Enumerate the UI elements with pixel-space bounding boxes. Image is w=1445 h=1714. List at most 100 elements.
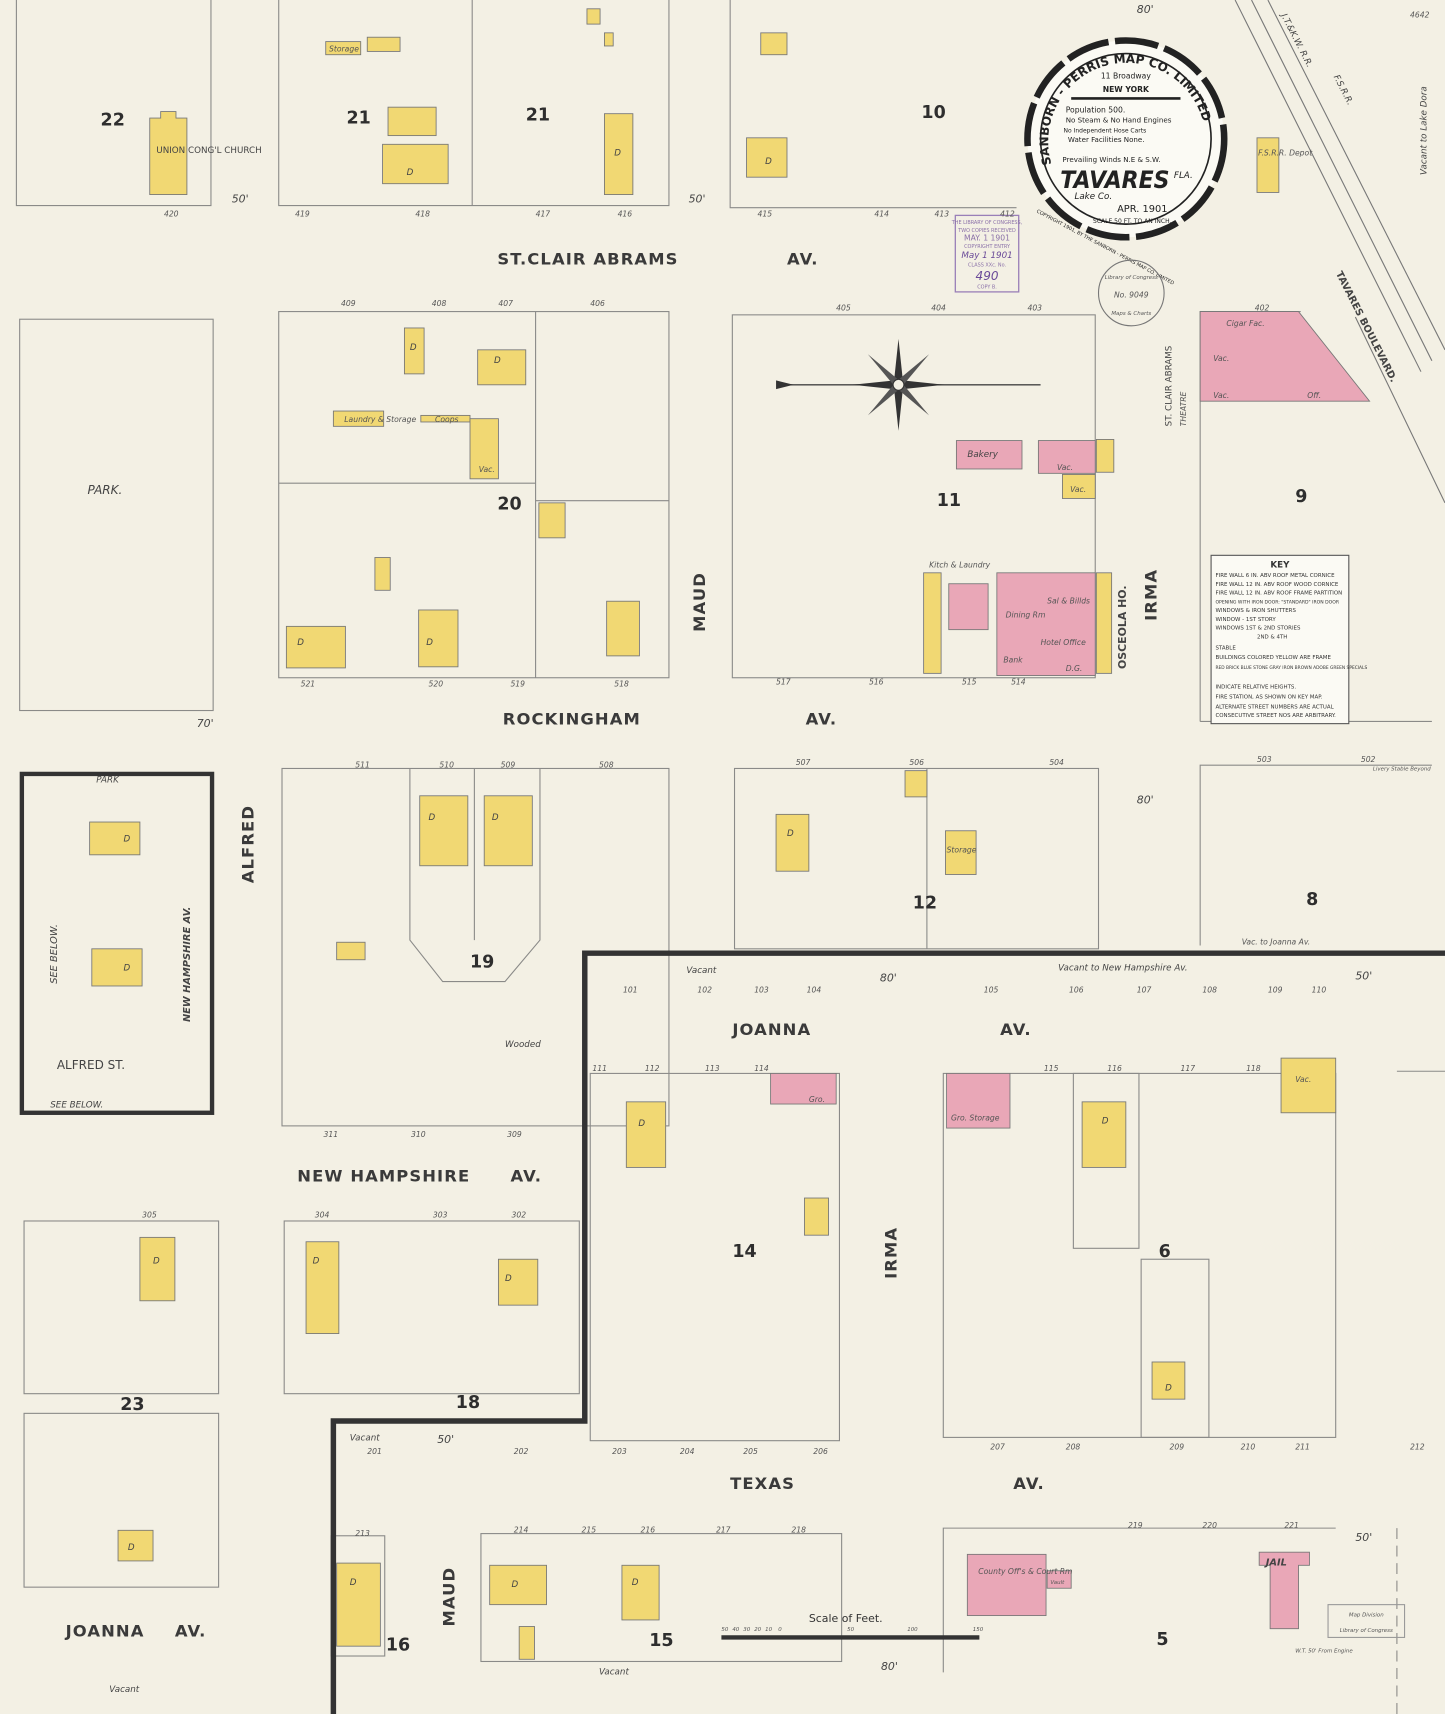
- width-50: 50': [437, 1433, 454, 1446]
- veranda: [1095, 572, 1113, 674]
- block-number: 22: [101, 111, 125, 131]
- park-block-outline: [19, 318, 214, 712]
- house-number: 111: [592, 1064, 607, 1073]
- grocery-storage-building: [946, 1072, 1011, 1129]
- block-21-outline: [278, 0, 670, 207]
- seal-population: Population 500.: [1066, 106, 1126, 115]
- dwelling-building: [418, 609, 459, 668]
- scale-tick: 150: [973, 1627, 984, 1633]
- dwelling-building: [387, 106, 437, 137]
- lot-line: [1140, 1258, 1210, 1438]
- seal-engines: No Steam & No Hand Engines: [1066, 115, 1172, 124]
- width-80: 80': [881, 1660, 898, 1673]
- dwelling-building: [625, 1101, 667, 1168]
- church-building: [149, 111, 188, 196]
- block-number: 15: [649, 1631, 673, 1651]
- gro-label: Gro.: [809, 1095, 825, 1104]
- dwelling-label: D: [124, 835, 131, 845]
- street-irma: IRMA: [1141, 569, 1160, 621]
- key-line: RED BRICK BLUE STONE GRAY IRON BROWN ADO…: [1215, 665, 1367, 671]
- seal-hose: No Independent Hose Carts: [1064, 127, 1147, 134]
- lot-line: [1072, 1072, 1140, 1249]
- church-label: UNION CONG'L CHURCH: [156, 146, 261, 156]
- house-number: 202: [514, 1447, 529, 1456]
- theatre-label: THEATRE: [1179, 391, 1188, 426]
- dwelling-label: D: [313, 1257, 320, 1267]
- library-of-congress-copyright-stamp: THE LIBRARY OF CONGRESS, TWO COPIES RECE…: [951, 214, 1023, 293]
- block-number: 9: [1295, 487, 1307, 507]
- brick-buildings: Bakery Vac. Kitch & Laundry Dining Rm Sa…: [929, 311, 1431, 1655]
- storage-building: [325, 41, 362, 56]
- kitch-laundry-label: Kitch & Laundry: [929, 560, 991, 569]
- stamp-handwritten-date: May 1 1901: [961, 251, 1012, 261]
- block-23-outline: [23, 1220, 220, 1395]
- stamp-line: Map Division: [1349, 1613, 1384, 1619]
- house-number: 521: [301, 679, 316, 688]
- dwelling-building: [336, 1562, 381, 1647]
- railroad-line: [1234, 0, 1422, 372]
- key-line: 2ND & 4TH: [1257, 634, 1287, 640]
- dwelling-label: D: [426, 638, 433, 648]
- outbuilding: [366, 36, 401, 52]
- vacant-label: Vacant: [599, 1668, 629, 1678]
- house-number: 212: [1410, 1442, 1425, 1451]
- house-number: 418: [415, 209, 430, 218]
- house-number: 407: [498, 299, 513, 308]
- block-20-outline: [278, 311, 670, 679]
- house-number: 402: [1255, 303, 1270, 312]
- dwelling-label: D: [407, 168, 414, 178]
- seal-winds: Prevailing Winds N.E & S.W.: [1062, 155, 1160, 164]
- house-number: 518: [614, 679, 629, 688]
- width-70: 70': [197, 717, 214, 730]
- house-number: 412: [1000, 209, 1015, 218]
- house-number: 118: [1246, 1064, 1261, 1073]
- gro-storage-label: Gro. Storage: [951, 1113, 1000, 1122]
- stamp-line: TWO COPIES RECEIVED: [957, 228, 1016, 234]
- scale-tick: 50: [721, 1627, 728, 1633]
- house-number: 117: [1180, 1064, 1195, 1073]
- dwelling-building: [382, 143, 449, 185]
- dwelling-label: D: [787, 829, 794, 839]
- house-number: 207: [990, 1442, 1005, 1451]
- block-12-outline: [733, 767, 1100, 950]
- dwelling-building: [621, 1564, 660, 1621]
- park-inset-label: PARK: [96, 776, 120, 786]
- bakery-building: [955, 440, 1023, 470]
- key-line: OPENING WITH IRON DOOR: "STANDARD" IRON …: [1215, 599, 1339, 605]
- stamp-handwritten-number: 490: [976, 269, 999, 283]
- block-number: 20: [497, 494, 521, 514]
- seal-scale: SCALE 50 FT. TO AN INCH.: [1093, 218, 1171, 225]
- vac-label: Vac.: [1070, 485, 1086, 494]
- house-number: 510: [439, 760, 454, 769]
- house-number: 209: [1170, 1442, 1185, 1451]
- house-number: 415: [757, 209, 772, 218]
- house-number: 112: [645, 1064, 660, 1073]
- house-number: 114: [754, 1064, 769, 1073]
- seal-state: FLA.: [1174, 171, 1193, 181]
- see-below-label: SEE BELOW.: [50, 1100, 103, 1110]
- dwelling-label: D: [632, 1578, 639, 1588]
- seal-water: Water Facilities None.: [1068, 135, 1145, 144]
- dwelling-building: [305, 1241, 340, 1335]
- house-number: 311: [324, 1130, 339, 1139]
- vac-label: Vac.: [1213, 354, 1229, 363]
- house-number: 107: [1137, 986, 1152, 995]
- railroad-line: [1251, 0, 1433, 362]
- block-number: 10: [921, 103, 945, 123]
- wooded-label: Wooded: [505, 1040, 541, 1050]
- block-15-outline: [480, 1533, 843, 1663]
- house-number: 201: [367, 1447, 382, 1456]
- street-new-hampshire: NEW HAMPSHIRE: [297, 1167, 470, 1186]
- street-av-suffix: AV.: [787, 250, 819, 269]
- width-50: 50': [1355, 1531, 1372, 1544]
- lower-left-block-outline: [23, 1412, 220, 1588]
- street-av-suffix: AV.: [175, 1621, 207, 1640]
- house-number: 214: [514, 1525, 529, 1534]
- key-line: WINDOWS 1ST & 2ND STORIES: [1215, 626, 1301, 632]
- boulevard-line: [1354, 316, 1445, 504]
- dwelling-label: D: [638, 1119, 645, 1129]
- off-label: Off.: [1307, 391, 1321, 400]
- scale-tick: 0: [778, 1627, 782, 1633]
- dwelling-label: D: [428, 813, 435, 823]
- dwelling-building: [469, 418, 499, 480]
